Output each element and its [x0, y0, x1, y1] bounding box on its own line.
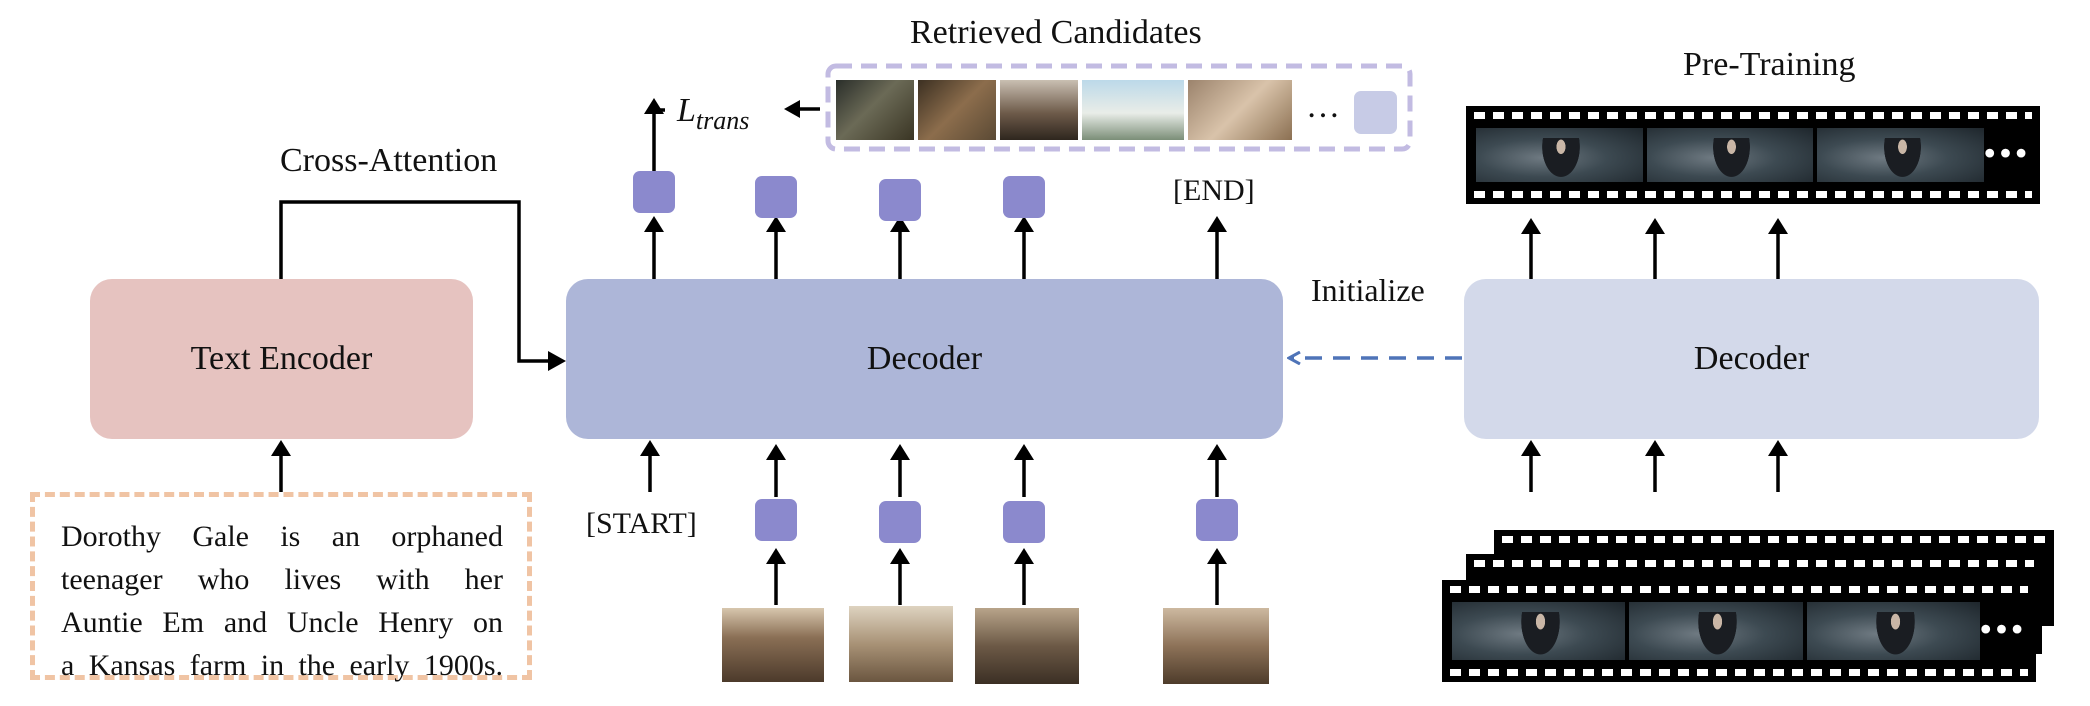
start-token-label: [START]	[586, 507, 697, 540]
text-encoder-box: Text Encoder	[90, 279, 473, 439]
pretrain-decoder-box: Decoder	[1464, 279, 2039, 439]
output-token-4	[1003, 176, 1045, 218]
candidate-thumb-4	[1082, 80, 1184, 140]
candidates-border	[825, 63, 1413, 152]
end-token-label: [END]	[1173, 174, 1255, 207]
film-frame	[1452, 602, 1626, 660]
story-textbox: Dorothy Gale is an orphaned teenager who…	[30, 492, 532, 682]
film-frame	[1817, 128, 1985, 182]
candidate-thumb-5	[1188, 80, 1292, 140]
story-line-3: Auntie Em and Uncle Henry on	[61, 606, 503, 639]
loss-subscript: trans	[695, 105, 750, 135]
story-line-1: Dorothy Gale is an orphaned	[61, 520, 503, 553]
input-frame-3	[975, 608, 1079, 684]
decoder-label: Decoder	[866, 340, 983, 377]
cross-attention-label: Cross-Attention	[280, 142, 498, 179]
loss-label: Ltrans	[677, 92, 749, 136]
pretrain-input-filmstrip-front: •••	[1442, 580, 2036, 682]
film-frame	[1646, 128, 1814, 182]
film-frame	[1476, 128, 1643, 182]
output-token-1	[633, 171, 675, 213]
cross-attention-connector	[279, 200, 552, 363]
candidate-placeholder-token	[1354, 91, 1397, 134]
input-frame-2	[849, 606, 953, 682]
input-token-3	[1003, 501, 1045, 543]
pretrain-decoder-label: Decoder	[1693, 340, 1810, 377]
film-ellipsis: •••	[1980, 137, 2030, 173]
arrowhead-story	[271, 440, 291, 456]
input-token-1	[755, 499, 797, 541]
arrowhead-cross-attention	[548, 351, 566, 371]
candidate-thumb-2	[918, 80, 996, 140]
film-frame	[1629, 602, 1803, 660]
story-line-4: a Kansas farm in the early 1900s.	[61, 649, 503, 682]
initialize-label: Initialize	[1311, 272, 1425, 308]
text-encoder-label: Text Encoder	[190, 340, 373, 377]
candidate-thumb-1	[836, 80, 914, 140]
input-token-2	[879, 501, 921, 543]
loss-connector	[652, 108, 665, 174]
film-frame	[1806, 602, 1980, 660]
input-frame-4	[1163, 608, 1269, 684]
pretrain-output-filmstrip: •••	[1466, 106, 2040, 204]
input-token-4	[1196, 499, 1238, 541]
decoder-box: Decoder	[566, 279, 1283, 439]
loss-base: L	[677, 92, 696, 129]
arrowhead-loss	[784, 100, 800, 118]
retrieved-candidates-title: Retrieved Candidates	[910, 14, 1202, 51]
candidate-thumb-3	[1000, 80, 1078, 140]
input-frame-1	[722, 608, 824, 682]
film-ellipsis: •••	[1976, 613, 2026, 649]
pre-training-title: Pre-Training	[1683, 46, 1856, 83]
output-token-2	[755, 176, 797, 218]
candidates-ellipsis: …	[1306, 88, 1340, 125]
output-token-3	[879, 179, 921, 221]
story-line-2: teenager who lives with her	[61, 563, 503, 596]
